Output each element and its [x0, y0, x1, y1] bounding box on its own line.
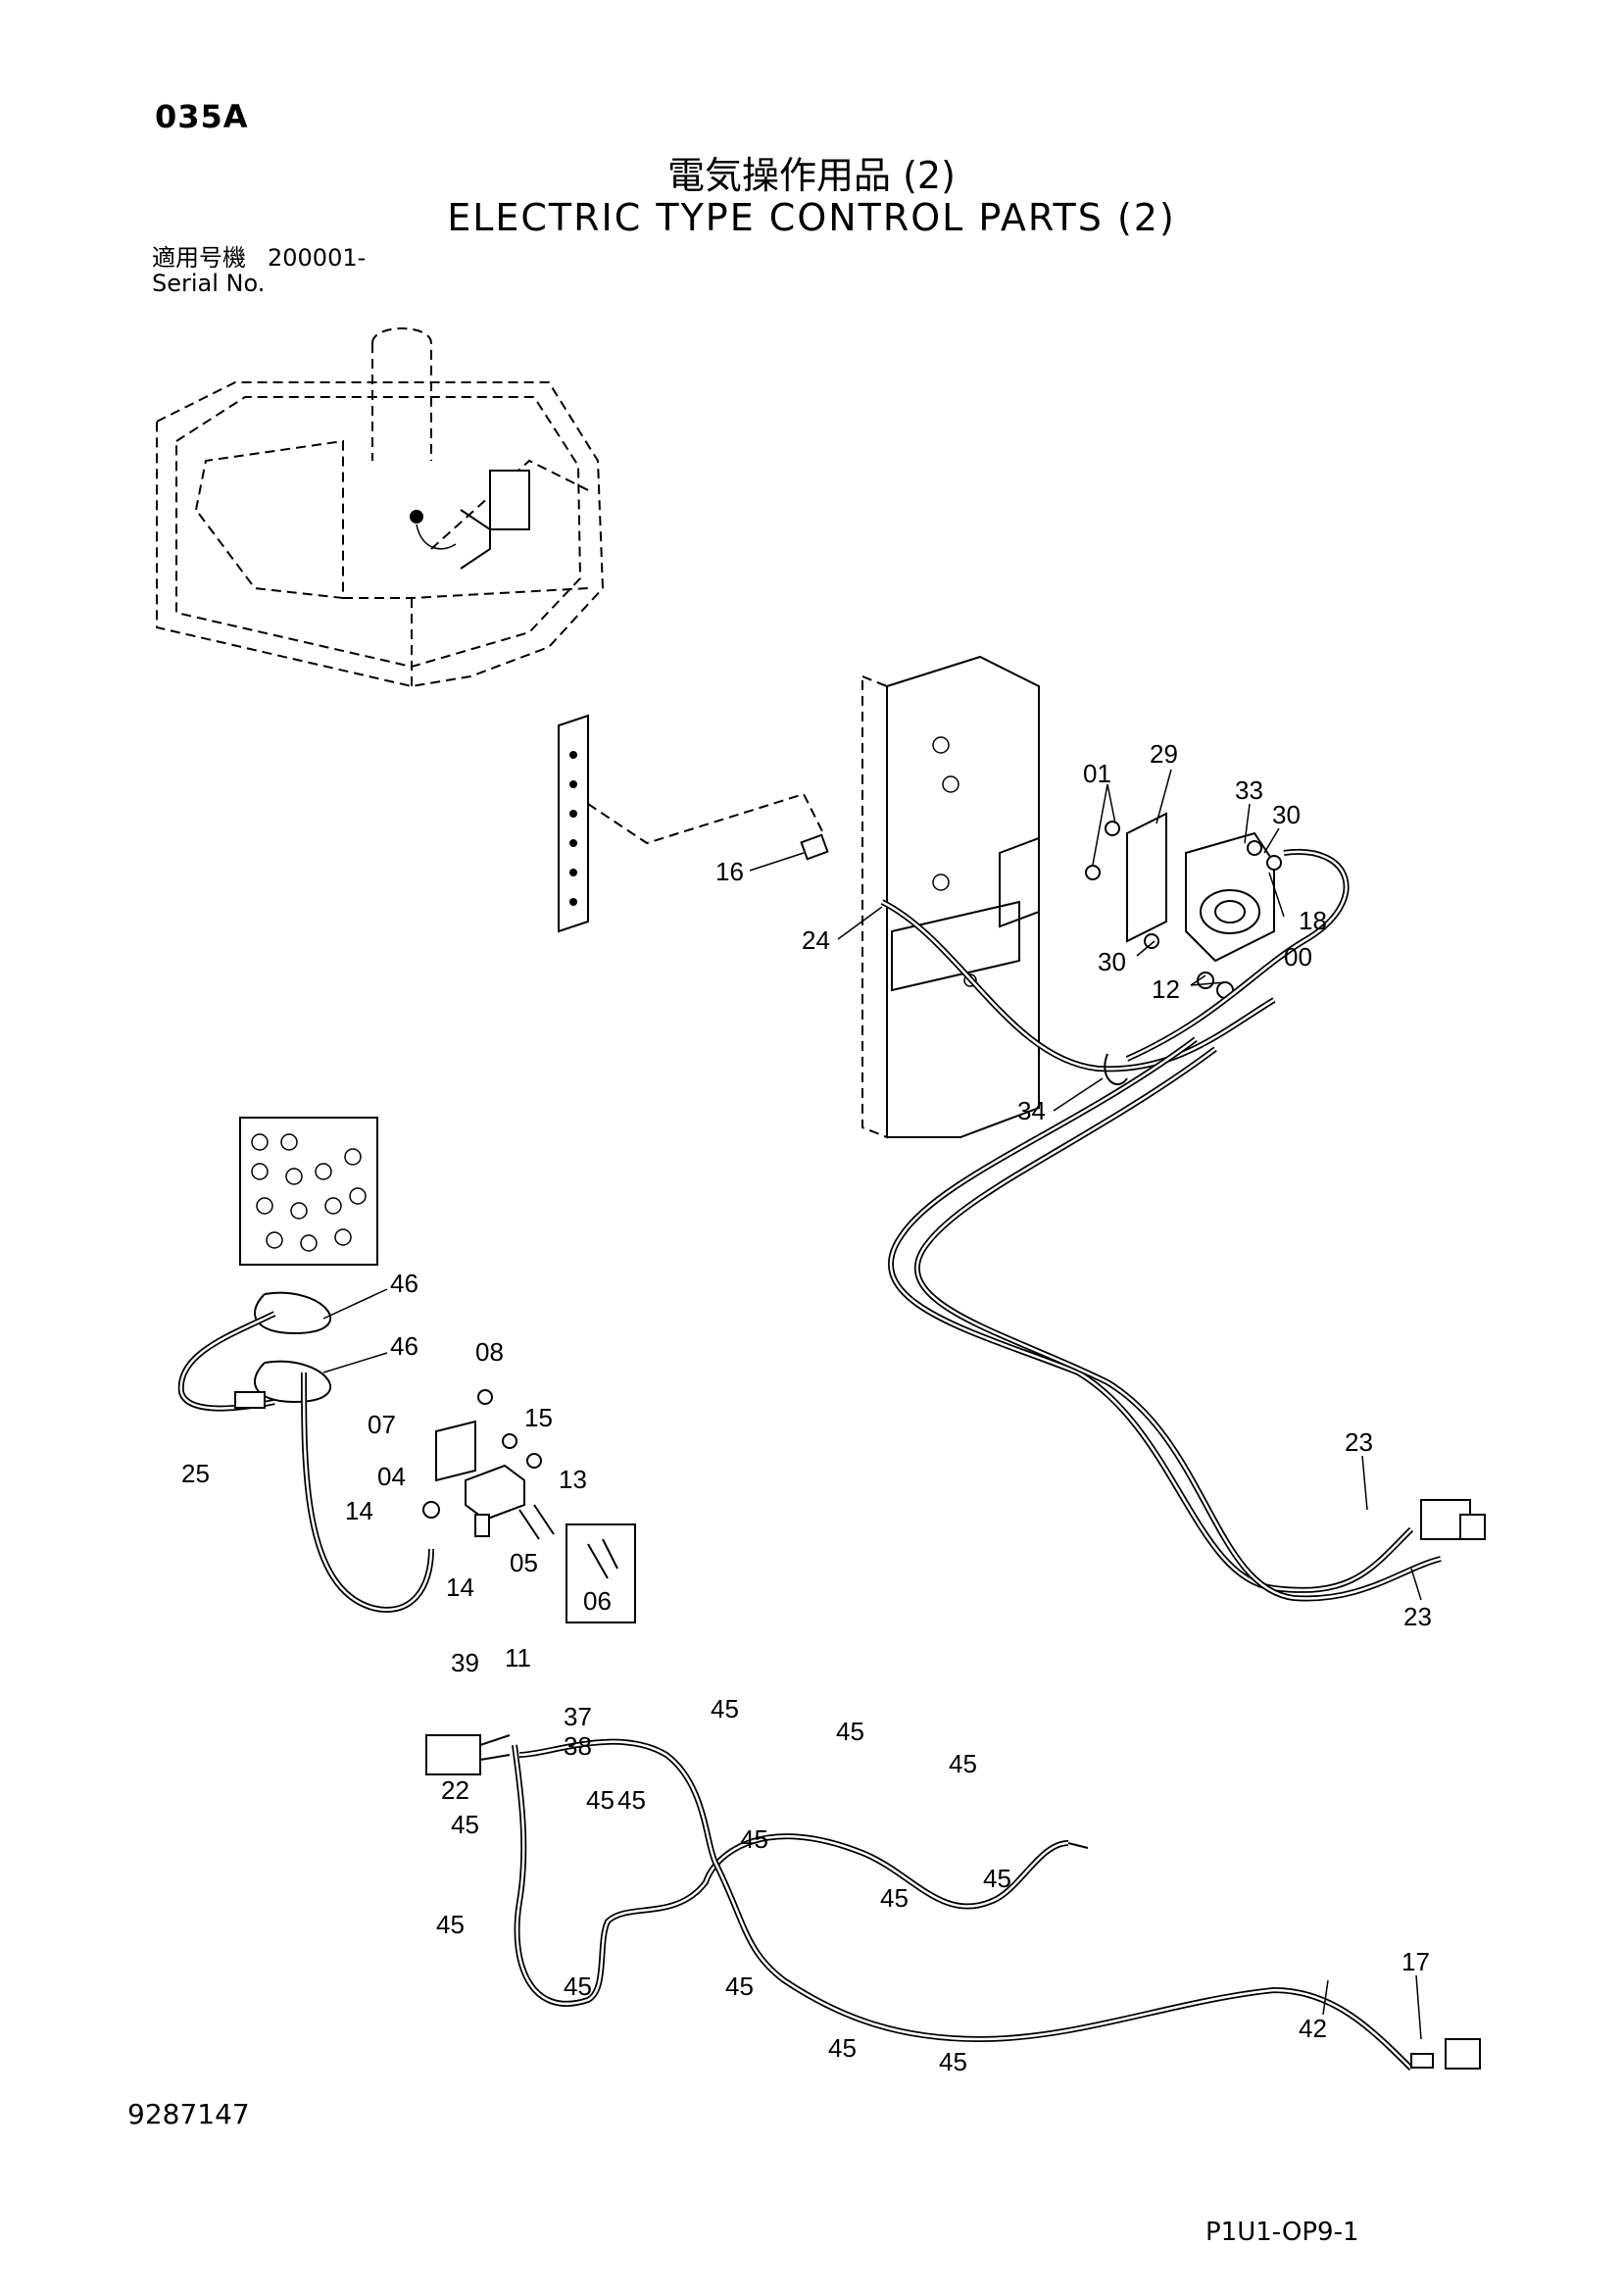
callout-39: 39: [451, 1648, 479, 1677]
callout-46-lower: 46: [390, 1331, 418, 1361]
leader-lines: [322, 769, 1422, 2040]
callout-05: 05: [510, 1548, 538, 1577]
callout-13: 13: [559, 1465, 587, 1494]
callout-45-d: 45: [711, 1694, 739, 1723]
callout-33: 33: [1235, 775, 1263, 805]
callout-45-g: 45: [740, 1824, 768, 1854]
callout-45-l: 45: [828, 2033, 857, 2063]
callout-45-m: 45: [939, 2047, 967, 2076]
callout-30: 30: [1272, 800, 1301, 829]
callout-04: 04: [377, 1462, 406, 1491]
callout-08: 08: [475, 1337, 504, 1367]
callout-00: 00: [1284, 942, 1312, 972]
terminal-strip-illustration: [558, 714, 824, 933]
callout-23-lower: 23: [1403, 1602, 1432, 1631]
excavator-overview-illustration: [156, 327, 605, 688]
callout-23: 23: [1345, 1427, 1373, 1457]
callout-45-h: 45: [880, 1883, 909, 1913]
callout-14-lower: 14: [446, 1572, 474, 1602]
callout-29: 29: [1150, 739, 1178, 769]
callout-25: 25: [181, 1459, 210, 1488]
title-english: ELECTRIC TYPE CONTROL PARTS (2): [447, 196, 1176, 239]
document-number: 9287147: [127, 2098, 250, 2130]
callout-07: 07: [368, 1410, 396, 1439]
callout-45-f: 45: [949, 1749, 977, 1778]
callout-14: 14: [345, 1496, 373, 1525]
callout-45-j: 45: [564, 1972, 592, 2001]
callout-45-a: 45: [451, 1810, 479, 1839]
callout-45-c: 45: [617, 1785, 646, 1815]
control-valve-illustration: [239, 1117, 378, 1266]
hose-assembly: [880, 848, 1486, 1602]
callout-06: 06: [583, 1586, 612, 1616]
solenoid-valve-assembly: [800, 812, 1282, 999]
title-japanese: 電気操作用品 (2): [667, 154, 956, 197]
wiring-harness-illustration: [425, 1734, 1481, 2071]
callout-46: 46: [390, 1269, 418, 1298]
callout-45-n: 45: [983, 1864, 1011, 1893]
callout-18: 18: [1299, 906, 1327, 935]
page-code: 035A: [155, 98, 249, 135]
bracket-plate-illustration: [861, 655, 1040, 1139]
callout-45-b: 45: [586, 1785, 615, 1815]
callout-24: 24: [802, 925, 830, 955]
serial-label-en: Serial No.: [152, 270, 266, 297]
callout-37: 37: [564, 1702, 592, 1731]
callout-labels: 01 29 33 30 18 00 30 12 16 24 34 46 46 2…: [181, 739, 1432, 2076]
serial-row-jp: 適用号機 200001-: [152, 245, 366, 271]
callout-45-k: 45: [725, 1972, 754, 2001]
callout-34: 34: [1017, 1096, 1046, 1125]
callout-16: 16: [715, 857, 744, 886]
sheet-code: P1U1-OP9-1: [1205, 2218, 1359, 2247]
callout-22: 22: [441, 1775, 469, 1805]
callout-17: 17: [1402, 1947, 1430, 1976]
callout-11: 11: [505, 1643, 531, 1672]
callout-30-lower: 30: [1098, 947, 1126, 976]
callout-45-i: 45: [436, 1910, 465, 1939]
callout-15: 15: [524, 1403, 553, 1432]
serial-label-jp: 適用号機: [152, 244, 246, 272]
clamped-hose-loop: [177, 1291, 434, 1613]
callout-38: 38: [564, 1731, 592, 1761]
manifold-block-illustration: [422, 1389, 636, 1623]
callout-42: 42: [1299, 2014, 1327, 2043]
callout-01: 01: [1083, 759, 1111, 788]
serial-value: 200001-: [268, 244, 367, 272]
callout-45-e: 45: [836, 1717, 864, 1746]
serial-block: 適用号機 200001- Serial No.: [152, 245, 366, 296]
callout-12: 12: [1152, 974, 1180, 1004]
